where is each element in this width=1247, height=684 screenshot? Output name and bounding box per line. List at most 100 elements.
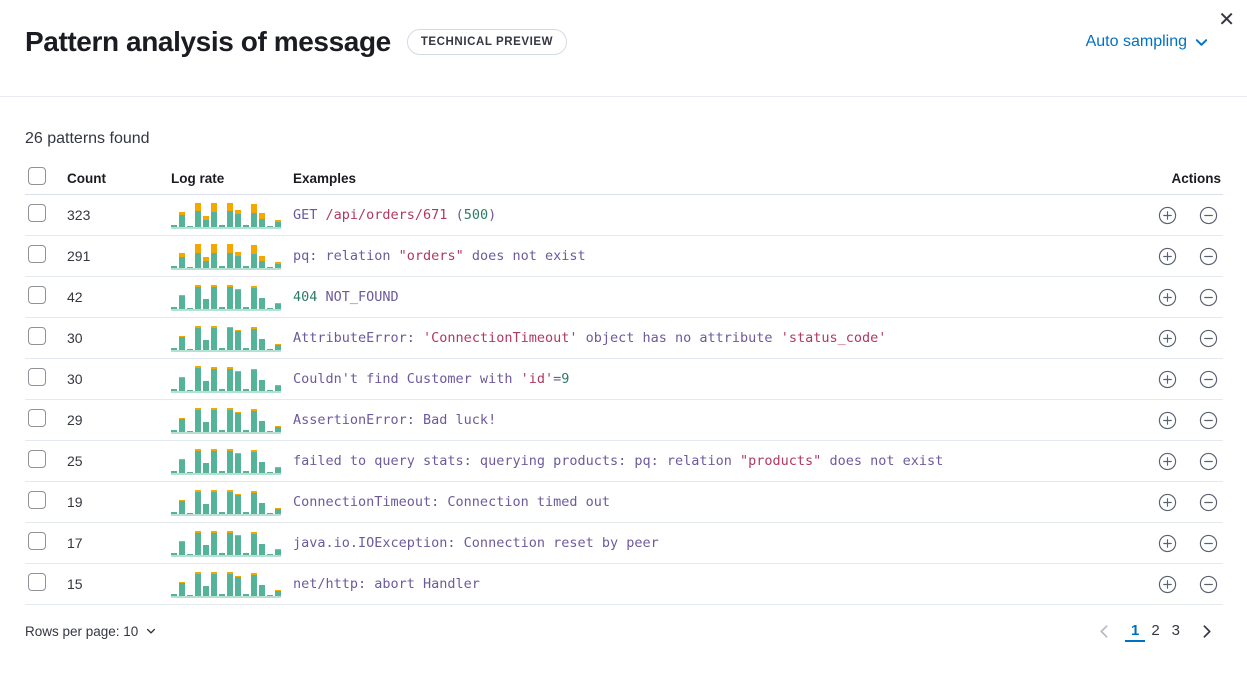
chevron-right-icon [1198,624,1215,643]
count-value: 42 [67,289,83,305]
count-value: 17 [67,535,83,551]
column-header-examples: Examples [293,170,357,186]
filter-out-pattern-button[interactable] [1198,492,1219,513]
minus-in-circle-icon [1198,452,1219,475]
plus-in-circle-icon [1157,575,1178,598]
filter-out-pattern-button[interactable] [1198,451,1219,472]
column-header-actions: Actions [1171,170,1221,186]
technical-preview-badge: TECHNICAL PREVIEW [406,29,568,55]
chart-baseline [171,432,281,434]
count-value: 323 [67,207,91,223]
previous-page-button[interactable] [1094,621,1115,642]
column-header-count: Count [67,170,106,186]
filter-out-pattern-button[interactable] [1198,410,1219,431]
filter-out-pattern-button[interactable] [1198,533,1219,554]
example-text: failed to query stats: querying products… [293,453,944,469]
filter-out-pattern-button[interactable] [1198,328,1219,349]
count-value: 29 [67,412,83,428]
row-checkbox[interactable] [28,572,46,591]
column-header-log-rate: Log rate [171,170,225,186]
page-button-1[interactable]: 1 [1124,620,1146,642]
table-row: 25 failed to query stats: querying produ… [25,441,1223,482]
chevron-left-icon [1096,624,1113,643]
minus-in-circle-icon [1198,206,1219,229]
filter-in-pattern-button[interactable] [1157,410,1178,431]
page-title: Pattern analysis of message [25,26,391,57]
chart-baseline [171,514,281,516]
count-value: 15 [67,576,83,592]
minus-in-circle-icon [1198,575,1219,598]
row-checkbox[interactable] [28,408,46,427]
filter-out-pattern-button[interactable] [1198,287,1219,308]
page-button-2[interactable]: 2 [1145,620,1165,641]
log-rate-chart [171,406,281,434]
filter-in-pattern-button[interactable] [1157,533,1178,554]
table-row: 29 AssertionError: Bad luck! [25,400,1223,441]
row-checkbox[interactable] [28,449,46,468]
filter-out-pattern-button[interactable] [1198,369,1219,390]
example-text: Couldn't find Customer with 'id'=9 [293,371,570,387]
rows-per-page-label: Rows per page: 10 [25,623,139,639]
filter-in-pattern-button[interactable] [1157,369,1178,390]
plus-in-circle-icon [1157,288,1178,311]
count-value: 30 [67,330,83,346]
table-row: 15 net/http: abort Handler [25,564,1223,605]
row-checkbox[interactable] [28,490,46,509]
filter-in-pattern-button[interactable] [1157,574,1178,595]
close-icon: ✕ [1218,9,1235,31]
filter-in-pattern-button[interactable] [1157,205,1178,226]
filter-in-pattern-button[interactable] [1157,328,1178,349]
example-text: AttributeError: 'ConnectionTimeout' obje… [293,330,887,346]
select-all-checkbox[interactable] [28,166,46,185]
log-rate-chart [171,488,281,516]
example-text: 404 NOT_FOUND [293,289,399,305]
plus-in-circle-icon [1157,411,1178,434]
filter-out-pattern-button[interactable] [1198,574,1219,595]
example-text: java.io.IOException: Connection reset by… [293,535,659,551]
table-header-row: Count Log rate Examples Actions [25,162,1223,195]
filter-in-pattern-button[interactable] [1157,287,1178,308]
example-text: AssertionError: Bad luck! [293,412,497,428]
minus-in-circle-icon [1198,493,1219,516]
log-rate-chart [171,529,281,557]
row-checkbox[interactable] [28,203,46,222]
filter-in-pattern-button[interactable] [1157,246,1178,267]
close-button[interactable]: ✕ [1212,4,1241,36]
plus-in-circle-icon [1157,247,1178,270]
filter-in-pattern-button[interactable] [1157,451,1178,472]
patterns-found-summary: 26 patterns found [25,130,150,147]
row-checkbox[interactable] [28,326,46,345]
filter-in-pattern-button[interactable] [1157,492,1178,513]
plus-in-circle-icon [1157,329,1178,352]
row-checkbox[interactable] [28,285,46,304]
chart-baseline [171,555,281,557]
sampling-dropdown[interactable]: Auto sampling [1086,33,1209,51]
sampling-label: Auto sampling [1085,33,1187,50]
minus-in-circle-icon [1198,370,1219,393]
minus-in-circle-icon [1198,329,1219,352]
row-checkbox[interactable] [28,367,46,386]
log-rate-chart [171,570,281,598]
page-button-3[interactable]: 3 [1166,620,1186,641]
log-rate-chart [171,201,281,229]
next-page-button[interactable] [1196,621,1217,642]
row-checkbox[interactable] [28,244,46,263]
filter-out-pattern-button[interactable] [1198,246,1219,267]
chart-baseline [171,596,281,598]
row-checkbox[interactable] [28,531,46,550]
minus-in-circle-icon [1198,247,1219,270]
minus-in-circle-icon [1198,534,1219,557]
log-rate-chart [171,283,281,311]
count-value: 25 [67,453,83,469]
filter-out-pattern-button[interactable] [1198,205,1219,226]
table-row: 291 pq: relation "orders" does not exist [25,236,1223,277]
log-rate-chart [171,365,281,393]
plus-in-circle-icon [1157,452,1178,475]
table-row: 17 java.io.IOException: Connection reset… [25,523,1223,564]
minus-in-circle-icon [1198,411,1219,434]
minus-in-circle-icon [1198,288,1219,311]
chart-baseline [171,350,281,352]
count-value: 19 [67,494,83,510]
rows-per-page-dropdown[interactable]: Rows per page: 10 [25,624,157,639]
